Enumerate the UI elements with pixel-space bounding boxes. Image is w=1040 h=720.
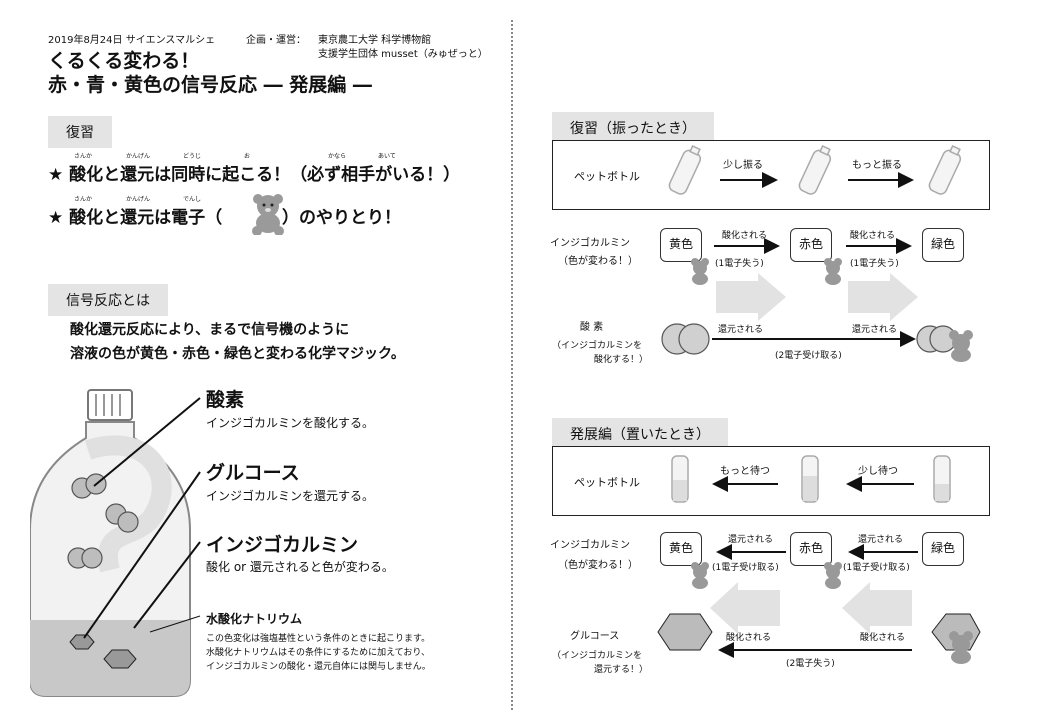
color-yellow-1: 黄色 xyxy=(660,228,702,262)
shake-arrow1-label: 少し振る xyxy=(723,160,763,171)
shake-arrow2-label: もっと振る xyxy=(852,160,902,171)
shake-bottle-label: ペットボトル xyxy=(574,170,640,183)
oxidized-label-3: 酸化される xyxy=(726,633,772,643)
signal-section-label: 信号反応とは xyxy=(48,284,168,316)
oxygen-sub1: （インジゴカルミンを xyxy=(552,341,643,351)
oxidation-diagram xyxy=(661,238,973,362)
ruby-denshi: でんし xyxy=(183,196,202,203)
title-line2: 赤・青・黄色の信号反応 ― 発展編 ― xyxy=(48,74,372,96)
reduction-diagram xyxy=(657,544,981,664)
glucose-desc: インジゴカルミンを還元する。 xyxy=(206,489,375,503)
signal-intro-line1: 酸化還元反応により、まるで信号機のように xyxy=(70,322,350,338)
glucose-sub1: （インジゴカルミンを xyxy=(552,651,643,661)
reduced-label-3: 還元される xyxy=(728,535,774,545)
ruby-o: お xyxy=(244,153,251,160)
indigo-desc: 酸化 or 還元されると色が変わる。 xyxy=(206,560,394,574)
naoh-desc3: インジゴカルミンの酸化・還元自体には関与しません。 xyxy=(206,662,431,672)
signal-intro-line2: 溶液の色が黄色・赤色・緑色と変わる化学マジック。 xyxy=(70,346,405,362)
color-red-2: 赤色 xyxy=(790,532,832,566)
glucose-label: グルコース xyxy=(570,631,620,642)
ruby-kanara: かなら xyxy=(328,153,347,160)
stand-arrow1-label: もっと待つ xyxy=(720,466,770,477)
oxidized-label-1: 酸化される xyxy=(722,231,768,241)
event-line: 2019年8月24日 サイエンスマルシェ xyxy=(48,35,216,46)
oxidized-label-2: 酸化される xyxy=(850,231,896,241)
color-red-1: 赤色 xyxy=(790,228,832,262)
org-label: 企画・運営： xyxy=(246,35,306,46)
electron-bear-icon xyxy=(252,194,284,235)
gain1-label-2: (1電子受け取る) xyxy=(843,563,910,573)
ruby-douji: どうじ xyxy=(183,153,202,160)
reduced-label-1: 還元される xyxy=(718,325,764,335)
stand-diagram xyxy=(671,455,951,503)
org-name: 東京農工大学 科学博物館 xyxy=(318,35,432,46)
bottle-illustration xyxy=(30,389,191,697)
dev-section: 発展編（置いたとき） xyxy=(552,418,728,450)
review-line1: ★ 酸化と還元は同時に起こる！（必ず相手がいる！） さんか かんげん どうじ お… xyxy=(48,153,461,185)
indigo-row1-label2: （色が変わる！） xyxy=(558,256,638,267)
oxygen-desc: インジゴカルミンを酸化する。 xyxy=(206,416,375,430)
page-divider xyxy=(511,20,513,710)
naoh-desc1: この色変化は強塩基性という条件のときに起こります。 xyxy=(206,634,431,644)
right-review-section: 復習（振ったとき） xyxy=(552,112,714,144)
review-line2-a: ★ 酸化と還元は電子（ xyxy=(48,208,223,228)
reduced-label-4: 還元される xyxy=(858,535,904,545)
ruby-sanka: さんか xyxy=(74,153,93,160)
naoh-desc2: 水酸化ナトリウムはその条件にするために加えており、 xyxy=(206,648,431,658)
title-line1: くるくる変わる！ xyxy=(48,50,200,72)
glucose-title: グルコース xyxy=(206,462,300,484)
stand-box xyxy=(552,446,990,516)
shake-diagram xyxy=(668,145,962,195)
indigo-row2-label2: （色が変わる！） xyxy=(558,560,638,571)
review-section-label: 復習 xyxy=(48,116,112,148)
stand-arrow2-label: 少し待つ xyxy=(858,466,898,477)
ruby-kangen-2: かんげん xyxy=(126,196,151,203)
org-sub: 支援学生団体 musset（みゅぜっと） xyxy=(318,49,488,60)
oxidized-label-4: 酸化される xyxy=(860,633,906,643)
lose1-label-1: (1電子失う) xyxy=(715,259,764,269)
naoh-title: 水酸化ナトリウム xyxy=(206,612,303,626)
review-line2: ★ 酸化と還元は電子（ ）のやりとり！ さんか かんげん でんし xyxy=(48,196,402,228)
ruby-sanka-2: さんか xyxy=(74,196,93,203)
glucose-sub2: 還元する！） xyxy=(594,665,649,675)
review-line1-text: ★ 酸化と還元は同時に起こる！（必ず相手がいる！） xyxy=(48,165,461,185)
lose2-label: (2電子失う) xyxy=(786,659,835,669)
review-line2-b: ）のやりとり！ xyxy=(282,208,402,228)
color-green-1: 緑色 xyxy=(922,228,964,262)
oxygen-label: 酸 素 xyxy=(580,322,604,333)
indigo-title: インジゴカルミン xyxy=(206,534,359,556)
oxygen-title: 酸素 xyxy=(206,389,245,411)
ruby-kangen: かんげん xyxy=(126,153,151,160)
oxygen-sub2: 酸化する！） xyxy=(594,355,649,365)
gain2-label: (2電子受け取る) xyxy=(775,351,842,361)
ruby-aite: あいて xyxy=(378,153,396,160)
gain1-label-1: (1電子受け取る) xyxy=(712,563,779,573)
stand-bottle-label: ペットボトル xyxy=(574,476,640,489)
color-yellow-2: 黄色 xyxy=(660,532,702,566)
indigo-row1-label1: インジゴカルミン xyxy=(550,238,630,249)
indigo-row2-label1: インジゴカルミン xyxy=(550,540,630,551)
lose1-label-2: (1電子失う) xyxy=(850,259,899,269)
color-green-2: 緑色 xyxy=(922,532,964,566)
reduced-label-2: 還元される xyxy=(852,325,898,335)
